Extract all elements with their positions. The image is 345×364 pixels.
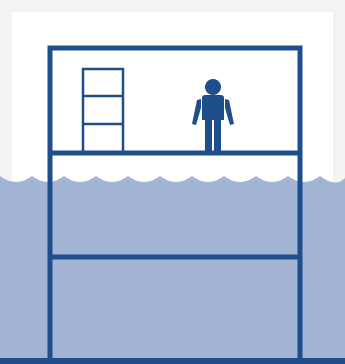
flood-diagram [0, 0, 345, 364]
flood-illustration [0, 0, 345, 364]
